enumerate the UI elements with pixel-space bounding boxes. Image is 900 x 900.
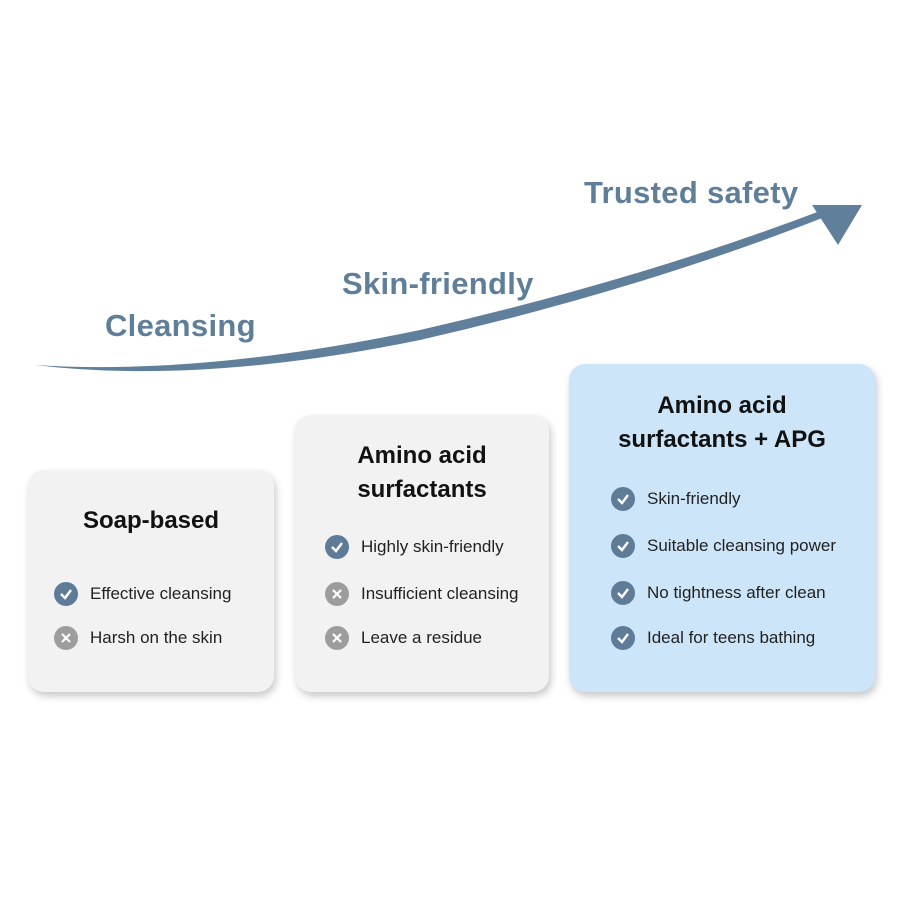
list-item: Insufficient cleansing bbox=[325, 582, 519, 606]
check-icon bbox=[611, 487, 635, 511]
card-soap-based: Soap-based Effective cleansing Harsh on … bbox=[28, 470, 274, 692]
stage-trusted-safety: Trusted safety bbox=[584, 175, 799, 210]
check-icon bbox=[54, 582, 78, 606]
check-icon bbox=[611, 581, 635, 605]
card-title: Soap-based bbox=[82, 507, 220, 534]
check-icon bbox=[611, 534, 635, 558]
list-item: Suitable cleansing power bbox=[611, 534, 836, 558]
list-item: Highly skin-friendly bbox=[325, 535, 504, 559]
progress-arrow bbox=[35, 205, 862, 372]
list-item: Skin-friendly bbox=[611, 487, 741, 511]
list-item: Leave a residue bbox=[325, 626, 482, 650]
cross-icon bbox=[325, 626, 349, 650]
list-item: Ideal for teens bathing bbox=[611, 626, 815, 650]
stage-skin-friendly: Skin-friendly bbox=[342, 266, 534, 301]
arrow-head-icon bbox=[812, 205, 862, 245]
check-icon bbox=[611, 626, 635, 650]
check-icon bbox=[325, 535, 349, 559]
list-item: Harsh on the skin bbox=[54, 626, 222, 650]
cross-icon bbox=[325, 582, 349, 606]
stage-cleansing: Cleansing bbox=[105, 308, 256, 343]
list-item: No tightness after clean bbox=[611, 581, 826, 605]
cross-icon bbox=[54, 626, 78, 650]
list-item: Effective cleansing bbox=[54, 582, 231, 606]
